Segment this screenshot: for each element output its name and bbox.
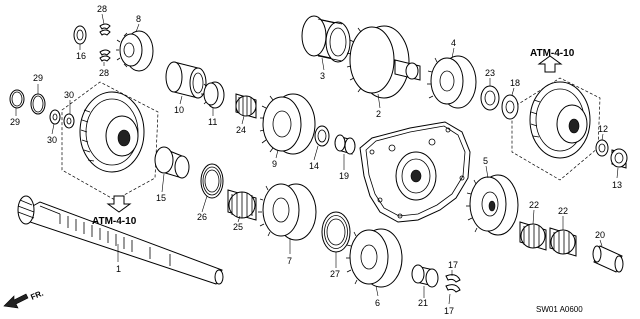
needle-bearing-25 <box>227 189 257 221</box>
gear-9 <box>259 93 316 155</box>
reference-label-right: ATM-4-10 <box>530 48 575 59</box>
callout-26: 26 <box>197 212 207 222</box>
callout-30a: 30 <box>47 135 57 145</box>
callout-4: 4 <box>451 38 456 48</box>
callout-22b: 22 <box>558 206 568 216</box>
callout-22a: 22 <box>529 200 539 210</box>
callout-9: 9 <box>272 159 277 169</box>
leader-lines <box>15 13 619 305</box>
reference-label-left: ATM-4-10 <box>92 216 137 227</box>
callout-2: 2 <box>376 109 381 119</box>
hub-10 <box>165 61 207 99</box>
callout-25: 25 <box>233 222 243 232</box>
thrust-washer-30b <box>63 113 75 129</box>
needle-bearing-22b <box>549 227 577 257</box>
callout-23: 23 <box>485 68 495 78</box>
callout-24: 24 <box>236 125 246 135</box>
callout-8: 8 <box>136 14 141 24</box>
washer-14 <box>314 125 330 147</box>
diagram-code: SW01 A0600 <box>536 305 583 314</box>
gear-4 <box>427 55 477 109</box>
cotter-28b <box>99 49 111 62</box>
callout-21: 21 <box>418 298 428 308</box>
gear-8 <box>116 30 154 72</box>
nut-13 <box>610 148 628 169</box>
reference-box-left <box>61 81 159 201</box>
collar-15 <box>154 146 190 179</box>
callout-12: 12 <box>598 124 608 134</box>
mainshaft-part <box>17 195 224 285</box>
callout-6: 6 <box>375 298 380 308</box>
callout-5: 5 <box>483 156 488 166</box>
washer-18 <box>501 94 519 120</box>
callout-7: 7 <box>287 256 292 266</box>
gear-6 <box>346 228 403 288</box>
direction-label: FR. <box>29 289 44 302</box>
callout-18: 18 <box>510 78 520 88</box>
washer-16 <box>73 25 87 45</box>
needle-bearing-24 <box>235 93 257 119</box>
callout-20: 20 <box>595 230 605 240</box>
callout-17b: 17 <box>444 306 454 316</box>
reference-arrow-right <box>537 55 563 73</box>
callout-15: 15 <box>156 193 166 203</box>
synchro-ring-3 <box>301 15 351 63</box>
gear-2 <box>346 25 421 99</box>
needle-bearing-22a <box>519 221 547 251</box>
snap-ring-29b <box>30 93 46 115</box>
callout-13: 13 <box>612 180 622 190</box>
thrust-bearing-26 <box>200 163 224 199</box>
callout-10: 10 <box>174 105 184 115</box>
snap-clip-17 <box>445 274 461 293</box>
callout-19: 19 <box>339 171 349 181</box>
housing-cover <box>359 121 471 223</box>
gear-7 <box>258 183 317 241</box>
thrust-bearing-27 <box>321 211 351 253</box>
callout-30b: 30 <box>64 90 74 100</box>
callout-29a: 29 <box>10 117 20 127</box>
washer-12 <box>595 139 609 157</box>
reference-arrow-left <box>106 195 132 213</box>
callout-11: 11 <box>208 117 217 127</box>
callout-29b: 29 <box>33 73 43 83</box>
front-direction-arrow: FR. <box>3 289 45 309</box>
cotter-28a <box>99 23 111 36</box>
callout-28a: 28 <box>97 4 107 14</box>
gear-5 <box>466 174 519 236</box>
callout-3: 3 <box>320 71 325 81</box>
callout-27: 27 <box>330 269 340 279</box>
collar-19 <box>334 134 356 155</box>
bearing-23 <box>480 85 500 111</box>
callout-numbers: 1 2 3 4 5 6 7 8 9 10 11 12 13 14 15 16 1… <box>10 4 622 316</box>
clutch-drum-right <box>529 81 591 159</box>
collar-21 <box>411 264 439 288</box>
snap-ring-29a <box>9 89 25 109</box>
thrust-washer-30a <box>49 109 61 125</box>
callout-16: 16 <box>76 51 86 61</box>
callout-14: 14 <box>309 161 319 171</box>
callout-17a: 17 <box>448 260 458 270</box>
shaft-pin-20 <box>592 245 624 273</box>
clutch-drum-left <box>79 91 145 173</box>
callout-28b: 28 <box>99 68 109 78</box>
gear-11 <box>201 81 225 109</box>
callout-1: 1 <box>116 264 121 274</box>
